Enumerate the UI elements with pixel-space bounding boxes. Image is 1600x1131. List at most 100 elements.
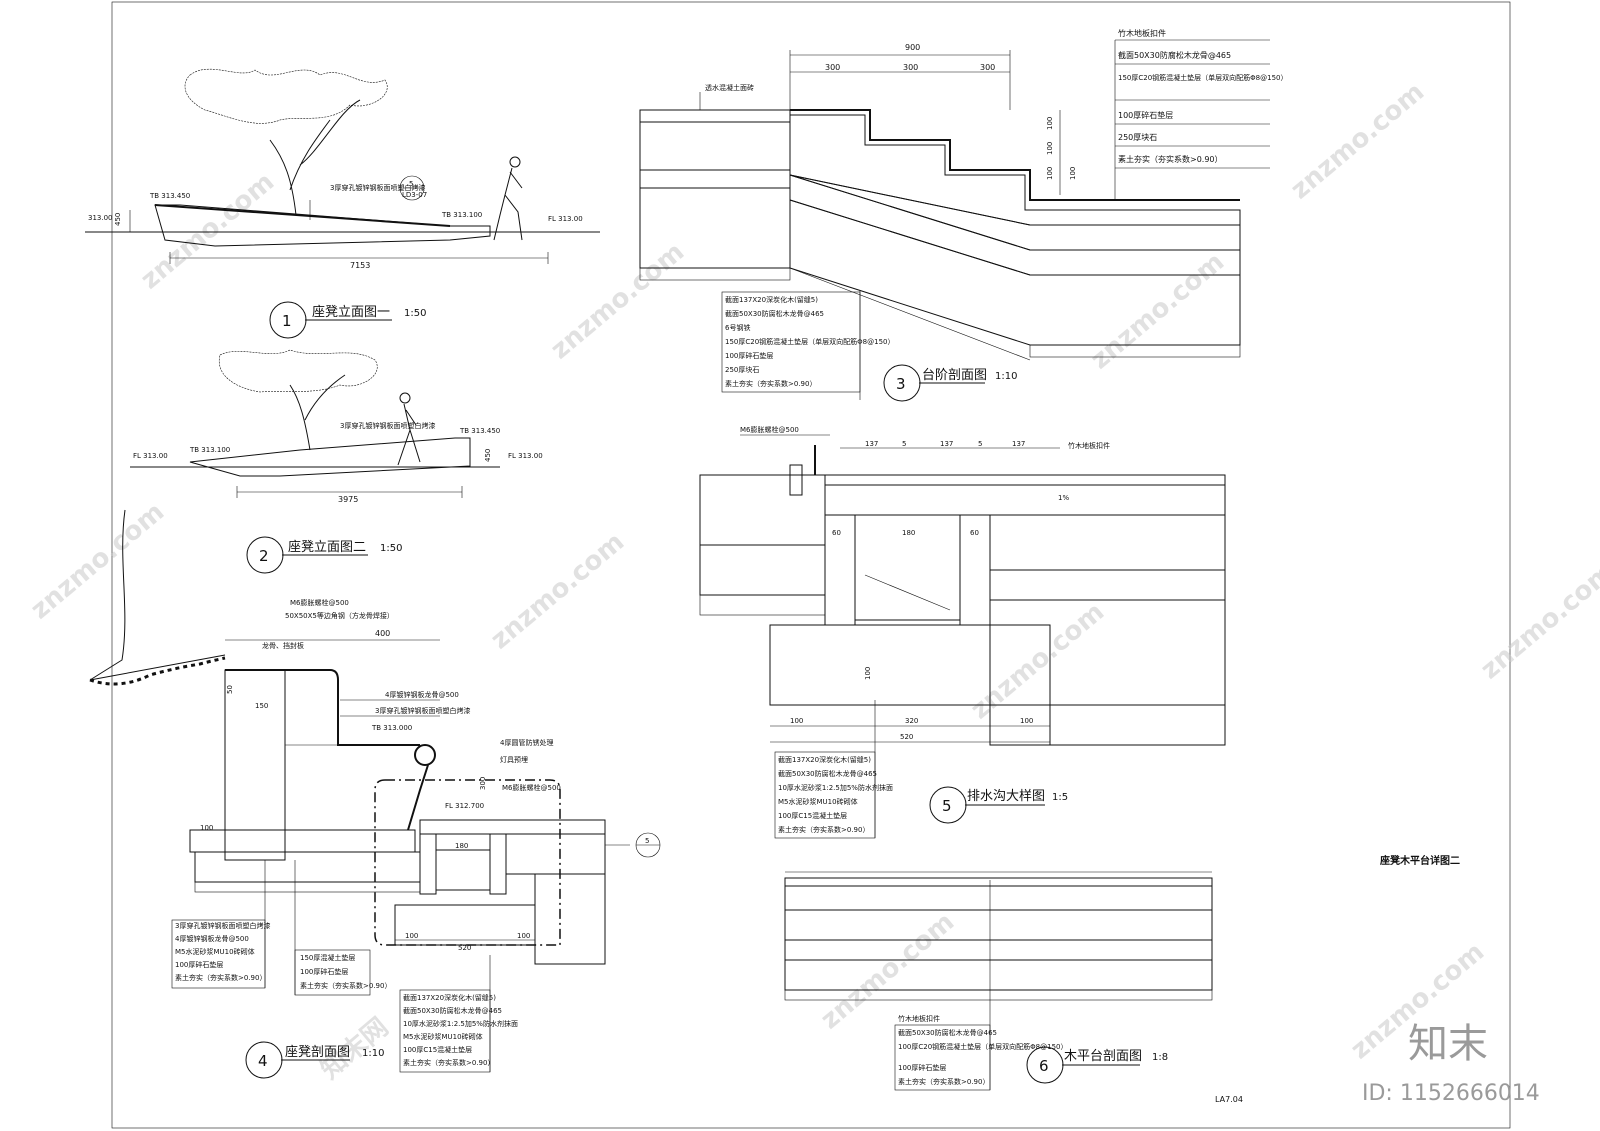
watermark-text: znzmo.com: [1085, 247, 1230, 375]
id-label: ID: 1152666014: [1362, 1081, 1540, 1106]
legend-item: 150厚C20钢筋混凝土垫层（单层双向配筋Φ8@150）: [725, 337, 894, 346]
label-bolt: M6膨胀螺栓@500: [290, 598, 349, 607]
label-bolt-2: M6膨胀螺栓@500: [502, 783, 561, 792]
dim-100v: 100: [864, 667, 872, 680]
watermark-text: znzmo.com: [965, 597, 1110, 725]
dim-60: 60: [970, 529, 979, 537]
legend-right: 竹木地板扣件 截面50X30防腐松木龙骨@465 150厚C20钢筋混凝土垫层（…: [1114, 28, 1287, 200]
legend-item: M5水泥砂浆MU10砖砌体: [403, 1032, 483, 1041]
level-fl-left: 313.00: [88, 214, 113, 222]
legend-item: 截面50X30防腐松木龙骨@465: [1118, 50, 1231, 60]
label-clip: 竹木地板扣件: [1068, 441, 1110, 450]
bench-body: [189, 437, 471, 477]
dim-320: 320: [905, 717, 918, 725]
legend-item: 100厚碎石垫层: [300, 967, 348, 976]
note: 4厚圆管防锈处理: [500, 738, 553, 747]
legend-item: 截面137X20深炭化木(留缝5): [778, 755, 871, 764]
drawing-title: 座凳立面图二: [288, 539, 366, 555]
legend-item: 100厚碎石垫层: [1118, 110, 1173, 120]
legend-b: 150厚混凝土垫层 100厚碎石垫层 素土夯实（夯实系数>0.90）: [294, 860, 391, 996]
dim-60: 60: [832, 529, 841, 537]
legend-item: 素土夯实（夯实系数>0.90）: [300, 981, 391, 990]
sheet-title: 座凳木平台详图二: [1379, 854, 1460, 867]
level-tb-1: TB 313.450: [149, 192, 190, 200]
dim-height: 450: [114, 213, 122, 226]
dim-length: 7153: [350, 261, 370, 270]
legend-item: 竹木地板扣件: [1118, 28, 1166, 38]
legend-item: 150厚C20钢筋混凝土垫层（单层双向配筋Φ8@150）: [1118, 73, 1287, 82]
drawing-3-step-section: 900 300 300 300 透水混凝土面砖 100 100 100 100: [639, 28, 1287, 402]
drawing-number: 2: [259, 547, 269, 565]
detail-ref-num: 5: [645, 837, 649, 845]
person-figure: [397, 392, 421, 466]
dim-300: 300: [479, 777, 487, 790]
legend-item: 100厚C20钢筋混凝土垫层（单层双向配筋Φ8@150）: [898, 1042, 1067, 1051]
drawing-scale: 1:50: [380, 543, 402, 554]
legend-item: 截面50X30防腐松木龙骨@465: [898, 1028, 997, 1037]
dim-100: 100: [1020, 717, 1033, 725]
drawing-title: 排水沟大样图: [967, 789, 1045, 804]
drawing-scale: 1:50: [404, 308, 426, 319]
dim-137: 137: [865, 440, 878, 448]
drawing-2-bench-elevation: 3975 450 FL 313.00 TB 313.100 TB 313.450…: [130, 349, 543, 574]
level-tb-2: TB 313.450: [459, 427, 500, 435]
tree-canopy: [184, 68, 388, 124]
legend-item: 素土夯实（夯实系数>0.90）: [175, 973, 266, 982]
dim-100c: 100: [517, 932, 530, 940]
detail-ref-sheet: LD3-07: [402, 191, 427, 199]
person-figure: [493, 156, 523, 241]
level-tb-1: TB 313.100: [189, 446, 230, 454]
dim-width: 400: [375, 629, 390, 638]
dim-height: 450: [484, 449, 492, 462]
dim-180: 180: [902, 529, 915, 537]
legend-item: 100厚C15混凝土垫层: [403, 1045, 472, 1054]
dim-slope: 1%: [1058, 494, 1069, 502]
dim-total: 900: [905, 43, 920, 52]
legend-item: 100厚碎石垫层: [898, 1063, 946, 1072]
legend-item: 100厚碎石垫层: [725, 351, 773, 360]
drawing-scale: 1:5: [1052, 792, 1068, 803]
legend-item: 截面137X20深炭化木(留缝5): [403, 993, 496, 1002]
drawing-scale: 1:10: [995, 371, 1017, 382]
watermark-text: znzmo.com: [135, 167, 280, 295]
label-keel: 龙骨、挡封板: [262, 641, 304, 650]
legend: 截面137X20深炭化木(留缝5) 截面50X30防腐松木龙骨@465 10厚水…: [774, 700, 893, 839]
dim-520: 520: [900, 733, 913, 741]
label-angle: 50X50X5等边角钢（方龙骨焊接）: [285, 611, 394, 620]
level-tb-2: TB 313.100: [441, 211, 482, 219]
dim-rise: 100: [1046, 117, 1054, 130]
detail-ref-num: 5: [409, 180, 413, 188]
level-tb: TB 313.000: [371, 724, 412, 732]
level-fl-right: FL 313.00: [508, 452, 543, 460]
watermark-text: znzmo.com: [545, 237, 690, 365]
drawing-scale: 1:10: [362, 1048, 384, 1059]
rock-outline: [89, 509, 226, 681]
dim-5: 5: [978, 440, 982, 448]
drawing-title: 座凳立面图一: [312, 304, 390, 320]
dim-50: 50: [226, 685, 234, 694]
legend-item: 素土夯实（夯实系数>0.90）: [403, 1058, 494, 1067]
tree-canopy: [218, 349, 378, 393]
legend-item: 250厚块石: [725, 365, 759, 374]
material-note: 3厚穿孔镀锌钢板面喷塑白烤漆: [340, 421, 435, 430]
legend-item: 竹木地板扣件: [898, 1014, 940, 1023]
drawing-scale: 1:8: [1152, 1052, 1168, 1063]
dim-100: 100: [790, 717, 803, 725]
legend-item: 10厚水泥砂浆1:2.5加5%防水剂抹面: [778, 783, 893, 792]
legend-c: 截面137X20深炭化木(留缝5) 截面50X30防腐松木龙骨@465 10厚水…: [399, 955, 518, 1073]
label-bolt: M6膨胀螺栓@500: [740, 425, 799, 434]
level-fl: FL 312.700: [445, 802, 484, 810]
legend-item: 素土夯实（夯实系数>0.90）: [898, 1077, 989, 1086]
dim-rise: 100: [1046, 142, 1054, 155]
dim-5: 5: [902, 440, 906, 448]
legend-item: 4厚镀锌钢板龙骨@500: [175, 934, 249, 943]
watermark-text: znzmo.com: [1285, 77, 1430, 205]
drawing-number: 3: [896, 375, 906, 393]
legend-item: 素土夯实（夯实系数>0.90）: [1118, 154, 1223, 164]
legend-item: 截面137X20深炭化木(留缝5): [725, 295, 818, 304]
legend-item: M5水泥砂浆MU10砖砌体: [175, 947, 255, 956]
legend-item: M5水泥砂浆MU10砖砌体: [778, 797, 858, 806]
dim-rise: 100: [1069, 167, 1077, 180]
sheet-border: [111, 1, 1511, 1129]
